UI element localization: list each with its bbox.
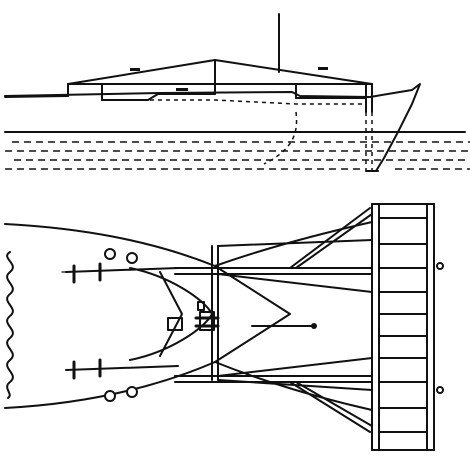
hatch	[167, 317, 183, 331]
bow-lines	[129, 265, 291, 363]
deckhouse	[101, 93, 367, 101]
bollards-port	[61, 262, 179, 284]
gantry-frame	[174, 245, 373, 383]
side-elevation-view	[4, 13, 470, 172]
deck-edge	[4, 95, 69, 98]
break-line	[6, 251, 14, 399]
bollards-starboard	[65, 358, 179, 380]
diagonal-struts	[214, 207, 373, 433]
porthole	[126, 386, 138, 398]
stern-ladder-frame	[371, 203, 435, 451]
hull-outline	[4, 83, 421, 172]
plan-view	[4, 203, 444, 451]
superstructure-frame	[67, 59, 373, 113]
porthole	[104, 248, 116, 260]
stern-fitting	[436, 386, 444, 394]
winch	[199, 311, 215, 331]
porthole	[126, 252, 138, 264]
underwater-hull	[263, 111, 298, 165]
porthole	[104, 390, 116, 402]
stern-fitting	[436, 262, 444, 270]
water-hatching	[5, 141, 470, 170]
